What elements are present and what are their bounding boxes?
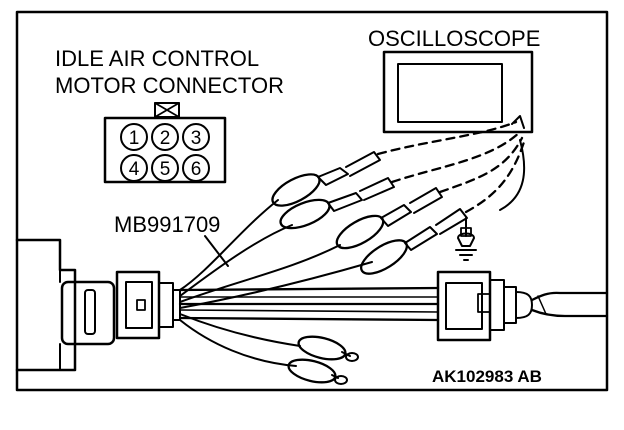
oscilloscope-test-leads [376, 120, 526, 214]
probe-clip-1 [271, 151, 381, 207]
pin-4 [120, 154, 148, 182]
pin-label-2: 2 [160, 128, 171, 149]
pin-3 [182, 123, 210, 151]
pin-2 [151, 123, 179, 151]
pin-label-4: 4 [129, 159, 140, 180]
harness-bundle [178, 286, 440, 322]
pin-5 [151, 154, 179, 182]
figure-code: AK102983 AB [432, 367, 542, 386]
pin-label-3: 3 [191, 128, 202, 149]
connector-title-line1: IDLE AIR CONTROL [55, 46, 259, 71]
connector-title-line2: MOTOR CONNECTOR [55, 73, 284, 98]
harness-out-right [530, 291, 609, 318]
pin-1 [120, 123, 148, 151]
probe-leads-lower [179, 313, 301, 367]
connector-face [103, 102, 227, 184]
pin-label-1: 1 [129, 128, 140, 149]
harness-leader-line [204, 235, 229, 267]
probe-leads-upper [179, 199, 373, 309]
oscilloscope-label: OSCILLOSCOPE [368, 26, 540, 51]
pin-label-6: 6 [191, 159, 202, 180]
harness-connector-left [115, 270, 181, 340]
pin-6 [182, 154, 210, 182]
harness-part-label: MB991709 [114, 212, 220, 237]
oscilloscope-device [382, 50, 534, 134]
ground-symbol [455, 217, 477, 261]
probe-clip-5 [297, 335, 359, 362]
probe-clip-3 [335, 187, 443, 250]
probe-clip-4 [360, 208, 468, 275]
probe-clip-6 [287, 358, 348, 385]
harness-connector-right [436, 270, 533, 342]
lead-arrowhead [511, 115, 525, 129]
probe-clip-2 [279, 177, 395, 230]
idle-air-control-motor [15, 238, 116, 372]
ground-lead [499, 139, 526, 211]
pin-label-5: 5 [160, 159, 171, 180]
figure-border [15, 10, 609, 392]
